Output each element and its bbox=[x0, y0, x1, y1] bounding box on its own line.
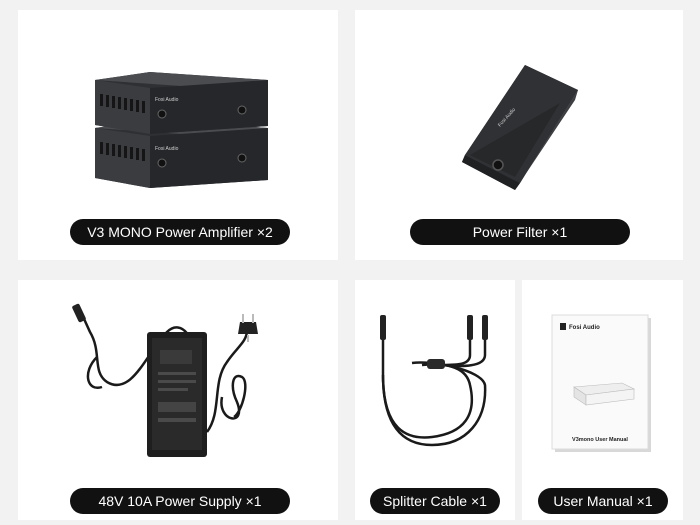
amplifier-image: Fosi Audio Fosi Audio bbox=[95, 72, 268, 188]
splitter-cable-image bbox=[380, 315, 488, 447]
manual-brand-label: Fosi Audio bbox=[569, 325, 600, 331]
label-power-filter: Power Filter ×1 bbox=[410, 219, 630, 245]
amplifier-brand-label-lower: Fosi Audio bbox=[155, 146, 179, 152]
user-manual-image: Fosi Audio V3mono User Manual bbox=[551, 314, 651, 452]
label-user-manual: User Manual ×1 bbox=[538, 488, 668, 514]
power-supply-image bbox=[72, 303, 258, 457]
label-power-supply: 48V 10A Power Supply ×1 bbox=[70, 488, 290, 514]
amplifier-brand-label-upper: Fosi Audio bbox=[155, 97, 179, 103]
manual-title: V3mono User Manual bbox=[572, 437, 628, 443]
label-amplifier: V3 MONO Power Amplifier ×2 bbox=[70, 219, 290, 245]
amplifier-unit-upper: Fosi Audio bbox=[95, 72, 268, 134]
label-splitter-cable: Splitter Cable ×1 bbox=[370, 488, 500, 514]
power-filter-image: Fosi Audio bbox=[462, 65, 578, 190]
amplifier-unit-lower: Fosi Audio bbox=[95, 120, 268, 188]
